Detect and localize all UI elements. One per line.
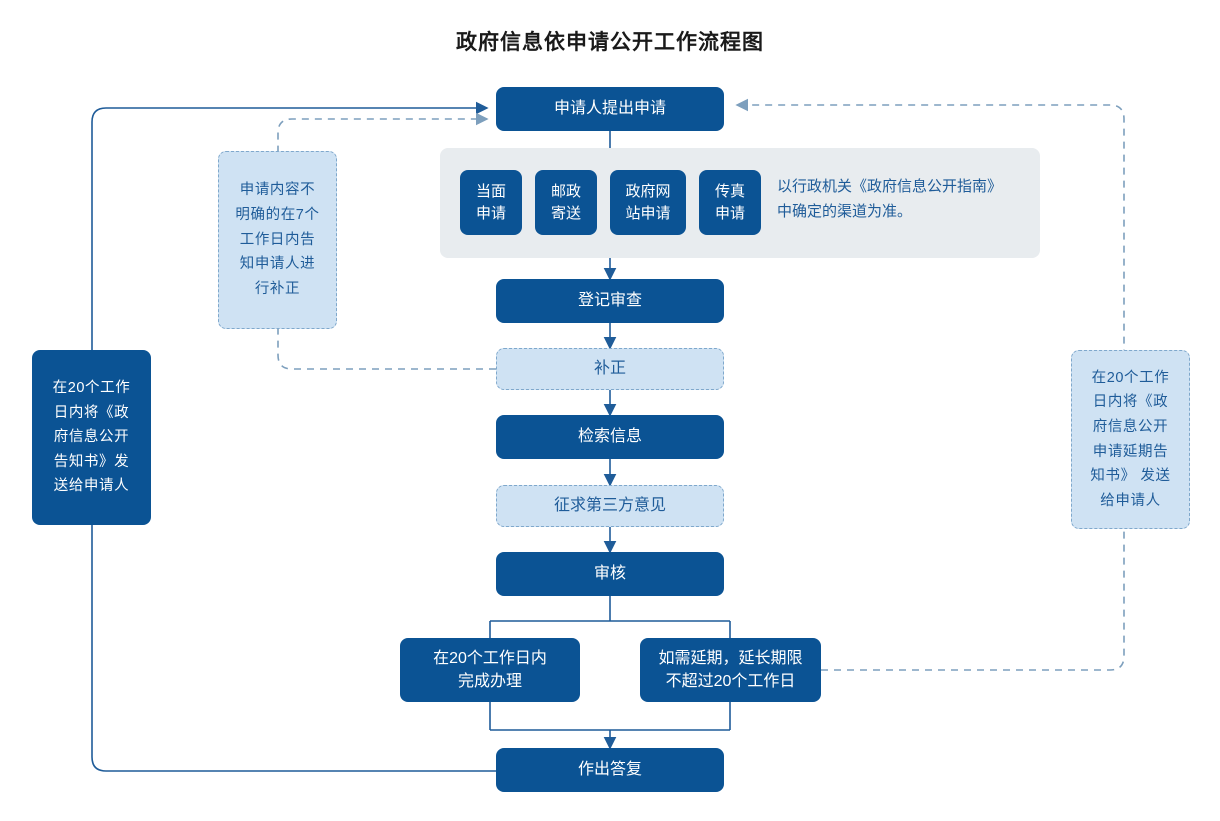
- node-search-info-label: 检索信息: [577, 428, 642, 446]
- node-register-review[interactable]: 登记审查: [496, 279, 724, 323]
- node-channel-website[interactable]: 政府网 站申请: [610, 170, 686, 235]
- node-channel-in-person-label: 当面 申请: [475, 182, 506, 222]
- note-notice-within-20-days-label: 在20个工作 日内将《政 府信息公开 告知书》发 送给申请人: [52, 379, 131, 495]
- node-register-review-label: 登记审查: [577, 292, 642, 310]
- note-supplement-within-7-days-label: 申请内容不 明确的在7个 工作日内告 知申请人进 行补正: [235, 182, 320, 297]
- note-supplement-within-7-days[interactable]: 申请内容不 明确的在7个 工作日内告 知申请人进 行补正: [218, 151, 337, 329]
- node-extension-label: 如需延期，延长期限 不超过20个工作日: [658, 649, 803, 690]
- node-search-info[interactable]: 检索信息: [496, 415, 724, 459]
- node-complete-in-20-days[interactable]: 在20个工作日内 完成办理: [400, 638, 580, 702]
- node-supplement[interactable]: 补正: [496, 348, 724, 390]
- node-reply-label: 作出答复: [577, 761, 642, 779]
- node-third-party-opinion[interactable]: 征求第三方意见: [496, 485, 724, 527]
- node-extension[interactable]: 如需延期，延长期限 不超过20个工作日: [640, 638, 821, 702]
- note-extension-notice-within-20-days[interactable]: 在20个工作 日内将《政 府信息公开 申请延期告 知书》 发送 给申请人: [1071, 350, 1190, 529]
- node-channel-in-person[interactable]: 当面 申请: [460, 170, 522, 235]
- node-apply[interactable]: 申请人提出申请: [496, 87, 724, 131]
- note-notice-within-20-days[interactable]: 在20个工作 日内将《政 府信息公开 告知书》发 送给申请人: [32, 350, 151, 525]
- node-channel-fax[interactable]: 传真 申请: [699, 170, 761, 235]
- channel-source-note: 以行政机关《政府信息公开指南》 中确定的渠道为准。: [777, 178, 1003, 220]
- node-channel-fax-label: 传真 申请: [714, 182, 745, 222]
- page-title: 政府信息依申请公开工作流程图: [456, 31, 764, 54]
- node-apply-label: 申请人提出申请: [553, 100, 666, 118]
- node-channel-post-label: 邮政 寄送: [550, 182, 581, 222]
- node-audit-label: 审核: [593, 565, 626, 583]
- node-channel-post[interactable]: 邮政 寄送: [535, 170, 597, 235]
- node-third-party-opinion-label: 征求第三方意见: [553, 497, 666, 515]
- node-reply[interactable]: 作出答复: [496, 748, 724, 792]
- note-extension-notice-within-20-days-label: 在20个工作 日内将《政 府信息公开 申请延期告 知书》 发送 给申请人: [1090, 369, 1171, 509]
- node-complete-in-20-days-label: 在20个工作日内 完成办理: [433, 649, 547, 690]
- node-channel-website-label: 政府网 站申请: [625, 182, 671, 222]
- node-supplement-label: 补正: [593, 360, 626, 378]
- node-audit[interactable]: 审核: [496, 552, 724, 596]
